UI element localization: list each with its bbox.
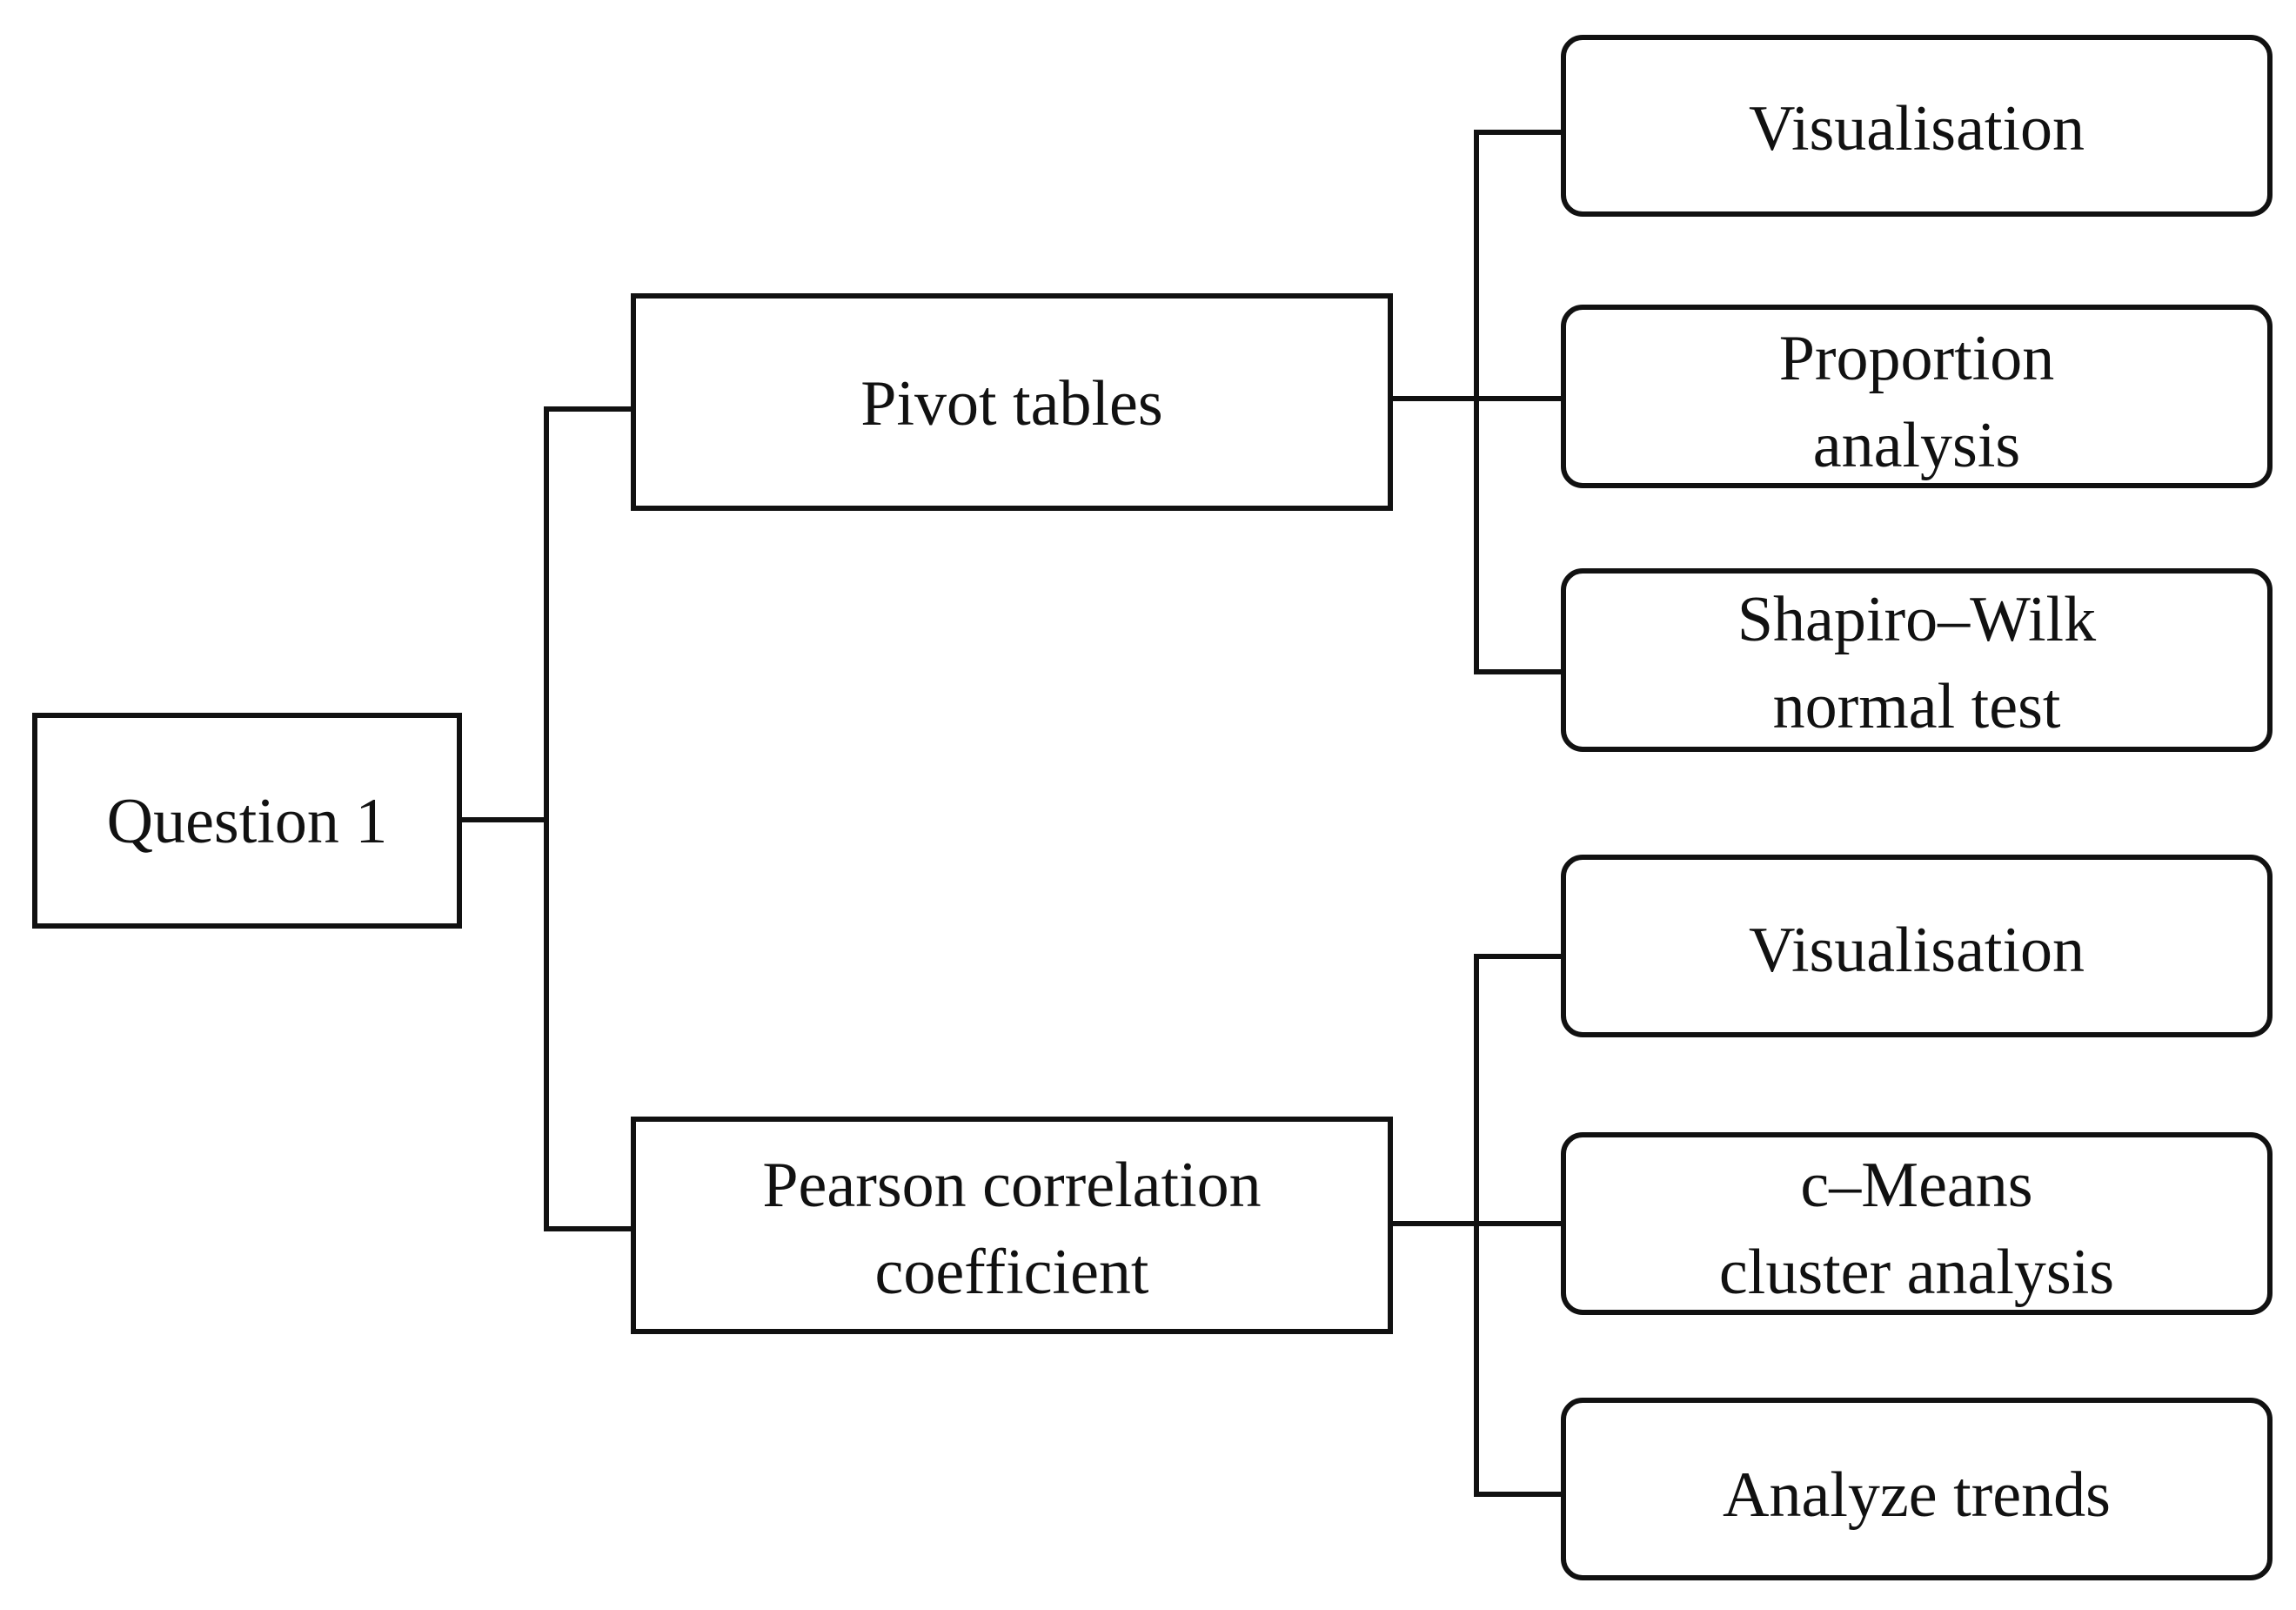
child-label-analyze-trends: Analyze trends	[1723, 1459, 2111, 1531]
method-label-pivot-tables: Pivot tables	[860, 368, 1162, 439]
method-box-pearson-correlation	[631, 1117, 1393, 1334]
child-label-proportion-line-2: analysis	[1813, 410, 2020, 481]
child-node-proportion-analysis: Proportion analysis	[1561, 305, 2273, 488]
root-box	[32, 713, 462, 929]
root-label: Question 1	[107, 786, 388, 857]
child-node-shapiro-wilk: Shapiro–Wilk normal test	[1561, 568, 2273, 752]
child-label-visualisation-top: Visualisation	[1749, 93, 2085, 164]
child-node-analyze-trends: Analyze trends	[1561, 1398, 2273, 1580]
method-label-pearson-line-2: coefficient	[874, 1237, 1148, 1308]
child-label-shapiro-line-1: Shapiro–Wilk	[1737, 584, 2096, 655]
child-node-visualisation-bottom: Visualisation	[1561, 855, 2273, 1037]
method-box-pivot-tables	[631, 293, 1393, 511]
method-node-pivot-tables: Pivot tables	[631, 293, 1393, 511]
child-label-cmeans-line-2: cluster analysis	[1719, 1237, 2114, 1308]
root-node: Question 1	[32, 713, 462, 929]
child-box-analyze-trends	[1561, 1398, 2273, 1580]
connectors	[457, 130, 1566, 1497]
child-box-visualisation-bottom	[1561, 855, 2273, 1037]
child-box-cmeans-cluster	[1561, 1132, 2273, 1315]
child-node-cmeans-cluster: c–Means cluster analysis	[1561, 1132, 2273, 1315]
connector-pearson-to-children	[1388, 954, 1566, 1497]
child-node-visualisation-top: Visualisation	[1561, 35, 2273, 217]
child-box-proportion-analysis	[1561, 305, 2273, 488]
child-box-shapiro-wilk	[1561, 568, 2273, 752]
connector-root-to-methods	[457, 406, 636, 1231]
method-node-pearson-correlation: Pearson correlation coefficient	[631, 1117, 1393, 1334]
connector-pivot-tables-to-children	[1388, 130, 1566, 674]
child-label-shapiro-line-2: normal test	[1773, 671, 2061, 742]
child-box-visualisation-top	[1561, 35, 2273, 217]
method-label-pearson-line-1: Pearson correlation	[762, 1150, 1261, 1221]
child-label-proportion-line-1: Proportion	[1779, 323, 2055, 394]
child-label-visualisation-bottom: Visualisation	[1749, 915, 2085, 986]
child-label-cmeans-line-1: c–Means	[1800, 1150, 2032, 1221]
